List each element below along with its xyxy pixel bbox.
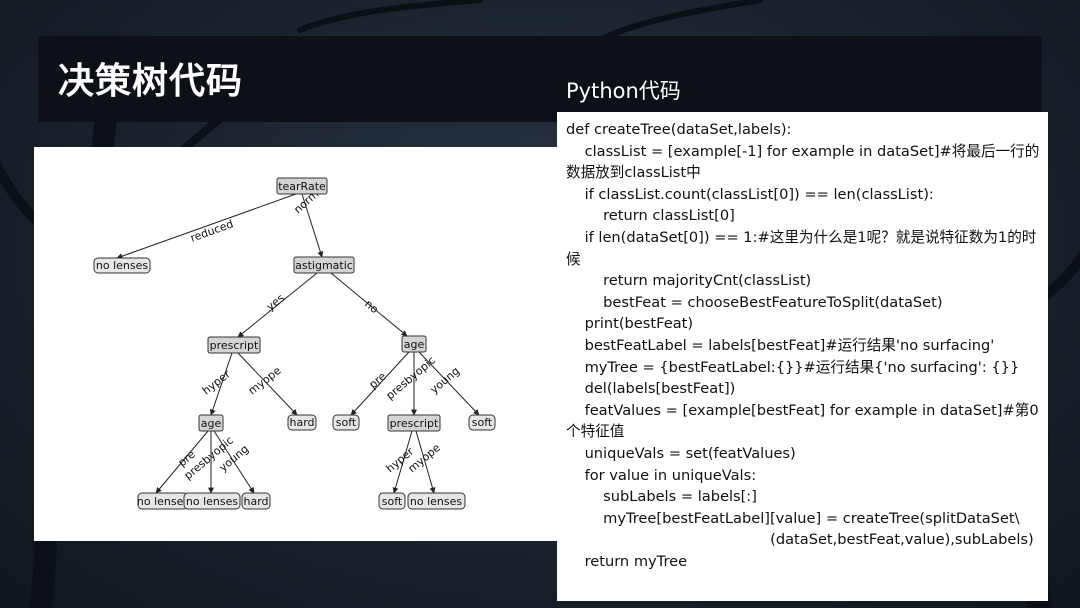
code-line: myTree[bestFeatLabel][value] = createTre… — [566, 509, 1020, 527]
code-line: if classList.count(classList[0]) == len(… — [566, 185, 934, 203]
code-heading: Python代码 — [566, 79, 681, 103]
node-astigmatic-label: astigmatic — [295, 259, 353, 272]
code-line: classList = [example[-1] for example in … — [566, 142, 1040, 182]
edge-age-soft — [350, 351, 410, 416]
node-prescript-2-label: prescript — [390, 417, 439, 430]
node-tearrate-label: tearRate — [278, 180, 326, 193]
code-line: del(labels[bestFeat]) — [566, 380, 736, 398]
leaf-no-lenses-3-label: no lenses — [186, 495, 238, 508]
leaf-soft-2-label: soft — [472, 416, 493, 429]
node-prescript-1: prescript — [207, 336, 261, 354]
edge-label-hyper-1: hyper — [200, 367, 233, 397]
code-line: if len(dataSet[0]) == 1:#这里为什么是1呢？就是说特征数… — [566, 228, 1037, 268]
edge-label-pre-2: pre — [367, 370, 389, 392]
edge-label-reduced: reduced — [189, 217, 236, 245]
edge-tearrate-astigmatic — [301, 193, 324, 258]
code-line: myTree = {bestFeatLabel:{}}#运行结果{'no sur… — [566, 358, 1020, 376]
node-prescript-1-label: prescript — [210, 339, 259, 352]
leaf-no-lenses-3: no lenses — [183, 492, 241, 510]
leaf-soft-3-label: soft — [382, 495, 403, 508]
node-astigmatic: astigmatic — [293, 256, 355, 274]
code-line: return myTree — [566, 552, 688, 570]
code-line: bestFeat = chooseBestFeatureToSplit(data… — [566, 293, 943, 311]
edge-prescript-hard — [237, 352, 298, 416]
leaf-hard-label: hard — [289, 416, 314, 429]
leaf-no-lenses-1-label: no lenses — [96, 259, 148, 272]
leaf-hard-2-label: hard — [243, 495, 268, 508]
leaf-hard-2: hard — [241, 492, 271, 510]
code-line: subLabels = labels[:] — [566, 488, 757, 506]
node-age-1-label: age — [404, 338, 425, 351]
edge-label-yes: yes — [264, 291, 287, 313]
edge-astigmatic-age — [330, 272, 408, 337]
code-line: (dataSet,bestFeat,value),subLabels) — [566, 531, 1034, 549]
code-line: return classList[0] — [566, 207, 735, 225]
leaf-no-lenses-4: no lenses — [407, 492, 466, 510]
code-panel: def createTree(dataSet,labels): classLis… — [557, 112, 1048, 601]
edge-age2-hard — [213, 430, 255, 494]
code-line: for value in uniqueVals: — [566, 466, 757, 484]
code-line: print(bestFeat) — [566, 315, 694, 333]
leaf-no-lenses-1: no lenses — [93, 257, 151, 274]
edge-prescript-age — [209, 352, 233, 416]
leaf-no-lenses-2: no lenses — [137, 492, 189, 510]
node-tearrate: tearRate — [276, 177, 328, 195]
code-line: bestFeatLabel = labels[bestFeat]#运行结果'no… — [566, 336, 995, 354]
leaf-no-lenses-2-label: no lenses — [137, 495, 189, 508]
leaf-soft-1: soft — [332, 414, 360, 431]
edge-label-no: no — [362, 297, 381, 316]
title-band — [38, 36, 1042, 122]
edge-prescript2-soft — [392, 430, 413, 494]
code-line: def createTree(dataSet,labels): — [566, 121, 792, 138]
leaf-soft-2: soft — [468, 414, 496, 431]
code-line: return majorityCnt(classList) — [566, 272, 812, 290]
decision-tree-diagram: reduced normal yes no hyper myope pre pr… — [34, 147, 558, 541]
edge-astigmatic-prescript — [237, 272, 318, 338]
edge-prescript2-nolenses — [415, 430, 436, 494]
leaf-soft-3: soft — [378, 492, 406, 510]
leaf-soft-1-label: soft — [336, 416, 357, 429]
node-age-2: age — [198, 414, 224, 432]
node-age-2-label: age — [201, 417, 222, 430]
code-line: featValues = [example[bestFeat] for exam… — [566, 401, 1039, 441]
slide-title: 决策树代码 — [58, 61, 244, 102]
edge-age-soft-right — [418, 351, 480, 416]
node-prescript-2: prescript — [387, 414, 441, 432]
leaf-no-lenses-4-label: no lenses — [410, 495, 462, 508]
edge-age2-nolenses-a — [155, 430, 209, 494]
leaf-hard: hard — [287, 414, 317, 431]
edge-tearrate-nolenses — [116, 193, 297, 260]
edge-label-myope-1: myope — [246, 364, 284, 398]
node-age-1: age — [401, 335, 427, 353]
code-line: uniqueVals = set(featValues) — [566, 444, 796, 462]
edge-label-presbyopic-2: presbyopic — [384, 354, 438, 403]
